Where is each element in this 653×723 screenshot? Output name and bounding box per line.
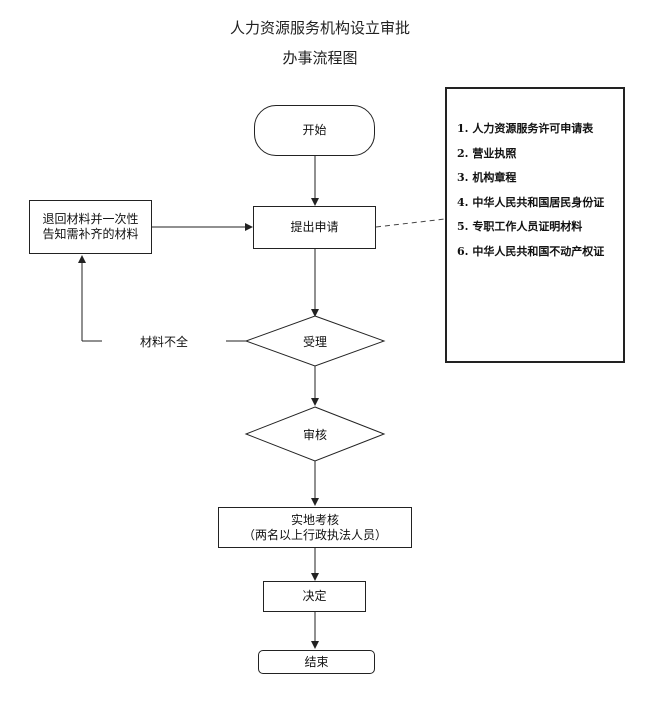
end-label: 结束 bbox=[304, 654, 329, 669]
decision-label: 决定 bbox=[302, 589, 327, 603]
inspection-label: 实地考核 （两名以上行政执法人员） bbox=[242, 512, 387, 542]
material-item: 4. 中华人民共和国居民身份证 bbox=[457, 195, 605, 209]
accept-label: 受理 bbox=[302, 334, 327, 349]
inspection-node: 实地考核 （两名以上行政执法人员） bbox=[218, 507, 412, 548]
decision-node: 决定 bbox=[263, 581, 366, 612]
material-item: 5. 专职工作人员证明材料 bbox=[457, 220, 583, 233]
submit-node: 提出申请 bbox=[253, 206, 376, 249]
missing-materials-label: 材料不全 bbox=[139, 334, 188, 349]
page-title: 人力资源服务机构设立审批 bbox=[229, 19, 410, 37]
material-item: 3. 机构章程 bbox=[457, 171, 517, 184]
dashed-link-materials bbox=[375, 218, 446, 228]
materials-list-box: 1. 人力资源服务许可申请表 2. 营业执照 3. 机构章程 4. 中华人民共和… bbox=[445, 87, 625, 363]
material-item: 1. 人力资源服务许可申请表 bbox=[457, 122, 594, 135]
page-subtitle: 办事流程图 bbox=[282, 49, 358, 67]
start-label: 开始 bbox=[302, 123, 327, 137]
end-node: 结束 bbox=[258, 650, 375, 674]
accept-diamond bbox=[244, 315, 386, 367]
return-materials-label: 退回材料并一次性 告知需补齐的材料 bbox=[42, 212, 139, 241]
material-item: 2. 营业执照 bbox=[457, 146, 517, 160]
review-label: 审核 bbox=[302, 427, 327, 442]
start-node: 开始 bbox=[254, 105, 375, 156]
submit-label: 提出申请 bbox=[290, 220, 339, 234]
review-diamond bbox=[244, 406, 386, 462]
material-item: 6. 中华人民共和国不动产权证 bbox=[457, 244, 605, 258]
return-materials-node: 退回材料并一次性 告知需补齐的材料 bbox=[29, 200, 152, 254]
